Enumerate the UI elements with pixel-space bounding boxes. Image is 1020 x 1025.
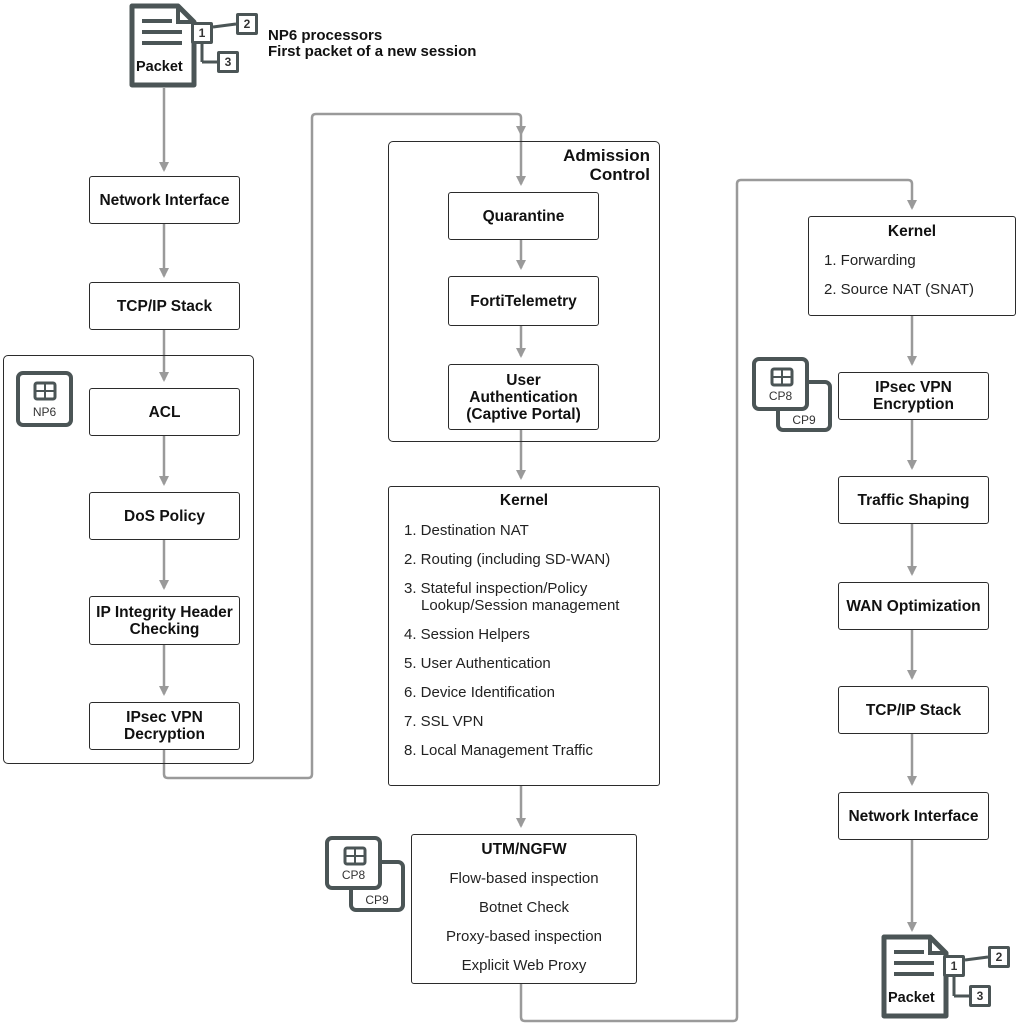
kernel-1-item: 3. Stateful inspection/Policy [404, 580, 588, 597]
packet-in-label: Packet [136, 59, 183, 75]
kernel-2-item: 1. Forwarding [824, 252, 916, 269]
user-authentication-box: User Authentication (Captive Portal) [448, 364, 599, 430]
traffic-shaping-label: Traffic Shaping [857, 491, 970, 509]
arrow-col1-to-col2 [162, 112, 526, 780]
kernel-1-item: 1. Destination NAT [404, 522, 529, 539]
packet-in-num-3: 3 [217, 51, 239, 73]
ip-integrity-label-2: Checking [129, 620, 200, 638]
network-interface-out-label: Network Interface [848, 807, 979, 825]
ipsec-encryption-label-1: IPsec VPN [875, 379, 952, 396]
admission-control-title-2: Control [589, 165, 650, 184]
cp8-chip-label: CP8 [341, 868, 366, 882]
kernel-1-item: 2. Routing (including SD-WAN) [404, 551, 611, 568]
cp9-chip-label: CP9 [365, 893, 389, 907]
ip-integrity-label-1: IP Integrity Header [96, 603, 233, 621]
kernel-1-item: 8. Local Management Traffic [404, 742, 593, 759]
packet-in-connectors [200, 22, 237, 64]
legend-line1: NP6 processors [268, 27, 383, 44]
cp8-chip-icon: CP8 [325, 836, 382, 890]
ipsec-decryption-box: IPsec VPN Decryption [89, 702, 240, 750]
packet-out-label: Packet [888, 990, 935, 1006]
network-interface-in-label: Network Interface [99, 191, 230, 209]
chip-grid-icon [343, 846, 367, 866]
tcpip-stack-in-box: TCP/IP Stack [89, 282, 240, 330]
dos-policy-label: DoS Policy [124, 507, 205, 525]
chip-grid-icon [33, 381, 57, 401]
fortitelemetry-label: FortiTelemetry [470, 292, 577, 310]
cp8-chip-label: CP8 [768, 389, 793, 403]
ipsec-encryption-label-2: Encryption [873, 396, 954, 413]
kernel-2-title: Kernel [887, 223, 937, 240]
cp9-chip-label: CP9 [792, 413, 816, 427]
kernel-box-2: Kernel 1. Forwarding 2. Source NAT (SNAT… [808, 216, 1016, 316]
quarantine-box: Quarantine [448, 192, 599, 240]
packet-in-icon: Packet [128, 3, 198, 89]
wan-optimization-label: WAN Optimization [846, 597, 981, 615]
packet-out-num-3: 3 [969, 985, 991, 1007]
kernel-2-item: 2. Source NAT (SNAT) [824, 281, 975, 298]
packet-out-icon: Packet [880, 934, 950, 1020]
kernel-1-item: 6. Device Identification [404, 684, 555, 701]
dos-policy-box: DoS Policy [89, 492, 240, 540]
utm-ngfw-item: Proxy-based inspection [446, 928, 602, 945]
tcpip-stack-in-label: TCP/IP Stack [116, 297, 213, 315]
packet-in-num-1: 1 [191, 22, 213, 44]
user-authentication-label-3: (Captive Portal) [466, 405, 581, 423]
quarantine-label: Quarantine [482, 207, 565, 225]
ipsec-encryption-box: IPsec VPN Encryption [838, 372, 989, 420]
user-authentication-label-2: Authentication [469, 388, 578, 406]
kernel-1-item: 7. SSL VPN [404, 713, 484, 730]
np6-chip-label: NP6 [32, 405, 57, 419]
tcpip-stack-out-label: TCP/IP Stack [865, 701, 962, 719]
packet-out-num-1: 1 [943, 955, 965, 977]
ipsec-decryption-label-2: Decryption [124, 726, 205, 743]
kernel-1-item: 4. Session Helpers [404, 626, 530, 643]
ipsec-decryption-label-1: IPsec VPN [126, 709, 203, 726]
packet-out-num-2: 2 [988, 946, 1010, 968]
kernel-1-title: Kernel [499, 492, 549, 509]
network-interface-in-box: Network Interface [89, 176, 240, 224]
chip-grid-icon [770, 367, 794, 387]
wan-optimization-box: WAN Optimization [838, 582, 989, 630]
ip-integrity-box: IP Integrity Header Checking [89, 596, 240, 645]
np6-frame [3, 355, 254, 764]
utm-ngfw-item: Explicit Web Proxy [461, 957, 587, 974]
fortitelemetry-box: FortiTelemetry [448, 276, 599, 326]
kernel-box-1: Kernel 1. Destination NAT 2. Routing (in… [388, 486, 660, 786]
np6-chip-icon: NP6 [16, 371, 73, 427]
tcpip-stack-out-box: TCP/IP Stack [838, 686, 989, 734]
admission-control-title-1: Admission [563, 146, 650, 165]
acl-box: ACL [89, 388, 240, 436]
kernel-1-item: Lookup/Session management [421, 597, 620, 614]
cp8-chip-icon: CP8 [752, 357, 809, 411]
packet-out-connectors [952, 955, 989, 998]
acl-label: ACL [148, 403, 181, 421]
arrow-col2-to-col3 [519, 178, 917, 1023]
network-interface-out-box: Network Interface [838, 792, 989, 840]
legend-line2: First packet of a new session [268, 43, 477, 60]
utm-ngfw-box: UTM/NGFW Flow-based inspection Botnet Ch… [411, 834, 637, 984]
utm-ngfw-title: UTM/NGFW [481, 841, 567, 858]
utm-ngfw-item: Flow-based inspection [449, 870, 599, 887]
kernel-1-item: 5. User Authentication [404, 655, 551, 672]
user-authentication-label-1: User [506, 371, 541, 389]
packet-in-num-2: 2 [236, 13, 258, 35]
utm-ngfw-item: Botnet Check [478, 899, 570, 916]
admission-control-frame [388, 141, 660, 442]
traffic-shaping-box: Traffic Shaping [838, 476, 989, 524]
